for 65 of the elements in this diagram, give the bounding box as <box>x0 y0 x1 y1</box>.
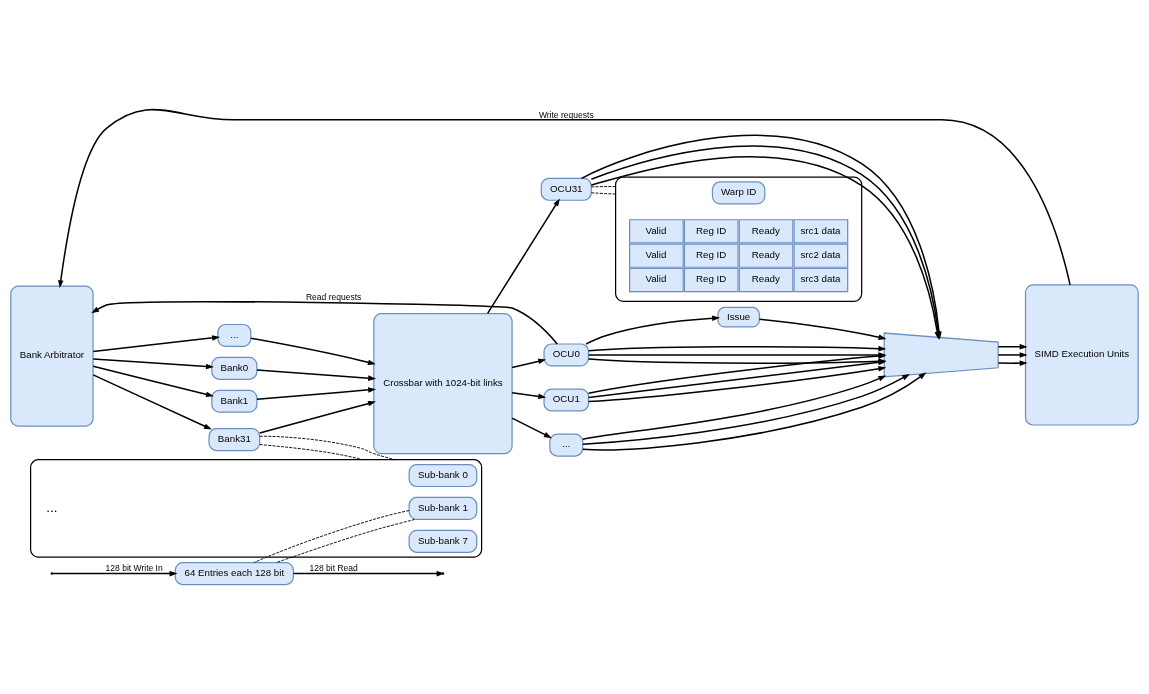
label: Valid <box>645 224 667 236</box>
arrow <box>486 198 560 315</box>
node-box: Bank1 <box>211 389 258 413</box>
arrow <box>92 358 214 370</box>
node-box: Crossbar with 1024-bit links <box>373 312 513 455</box>
node-box: Sub-bank 0 <box>408 463 478 488</box>
connector <box>259 444 363 461</box>
label: Reg ID <box>696 248 727 260</box>
label: Valid <box>645 273 667 285</box>
node-box: 64 Entries each 128 bit <box>174 562 295 586</box>
edge-label: Write requests <box>538 109 594 120</box>
label: Reg ID <box>696 273 727 285</box>
node-box: OCU1 <box>543 388 590 412</box>
arrow <box>511 358 547 369</box>
edge-label: 128 bit Write In <box>105 563 163 574</box>
cluster <box>30 459 483 558</box>
arrow <box>511 392 547 400</box>
arrow <box>997 352 1028 358</box>
arrow <box>585 315 721 345</box>
label: Ready <box>751 224 780 236</box>
label: Valid <box>645 248 667 260</box>
arrow <box>758 318 887 340</box>
arrow <box>256 387 377 401</box>
label: src3 data <box>800 273 841 285</box>
arrow <box>292 570 445 577</box>
arrow <box>256 369 377 381</box>
arrow <box>587 366 887 403</box>
arrow <box>582 375 887 440</box>
node-box: Sub-bank 7 <box>408 529 478 553</box>
arrow <box>511 417 552 439</box>
node-box: ... <box>217 323 252 348</box>
cluster <box>615 176 863 302</box>
label: src1 data <box>800 224 841 236</box>
connector <box>275 518 416 563</box>
node-box: Bank31 <box>208 428 261 452</box>
node-box: SIMD Execution Units <box>1024 284 1139 426</box>
node-box: Issue <box>717 306 760 328</box>
arrow <box>997 360 1028 366</box>
arrow <box>58 108 1071 289</box>
node-box: Sub-bank 1 <box>408 496 478 520</box>
arrow <box>92 335 221 353</box>
arrow <box>51 570 178 577</box>
arrow <box>259 400 376 434</box>
edge-label: Read requests <box>305 292 362 303</box>
node-box: Bank Arbitrator <box>10 285 94 427</box>
arrow <box>92 374 212 430</box>
arrow <box>92 365 214 398</box>
arrow <box>587 345 887 352</box>
node-box: ... <box>549 433 584 457</box>
connector <box>253 510 410 564</box>
label: Ready <box>751 273 780 285</box>
label: Ready <box>751 248 780 260</box>
arrow <box>997 344 1028 350</box>
node-box: Bank0 <box>211 356 258 380</box>
node-box: Warp ID <box>711 181 766 205</box>
arrow <box>250 337 376 366</box>
arrow <box>91 301 558 345</box>
edge-label: 128 bit Read <box>309 563 358 574</box>
node-box: OCU31 <box>540 177 592 201</box>
connector <box>590 192 617 195</box>
label: src2 data <box>800 248 841 260</box>
connector <box>590 186 617 188</box>
label: Reg ID <box>696 224 727 236</box>
node-box: OCU0 <box>543 343 590 367</box>
label: ... <box>46 499 58 515</box>
